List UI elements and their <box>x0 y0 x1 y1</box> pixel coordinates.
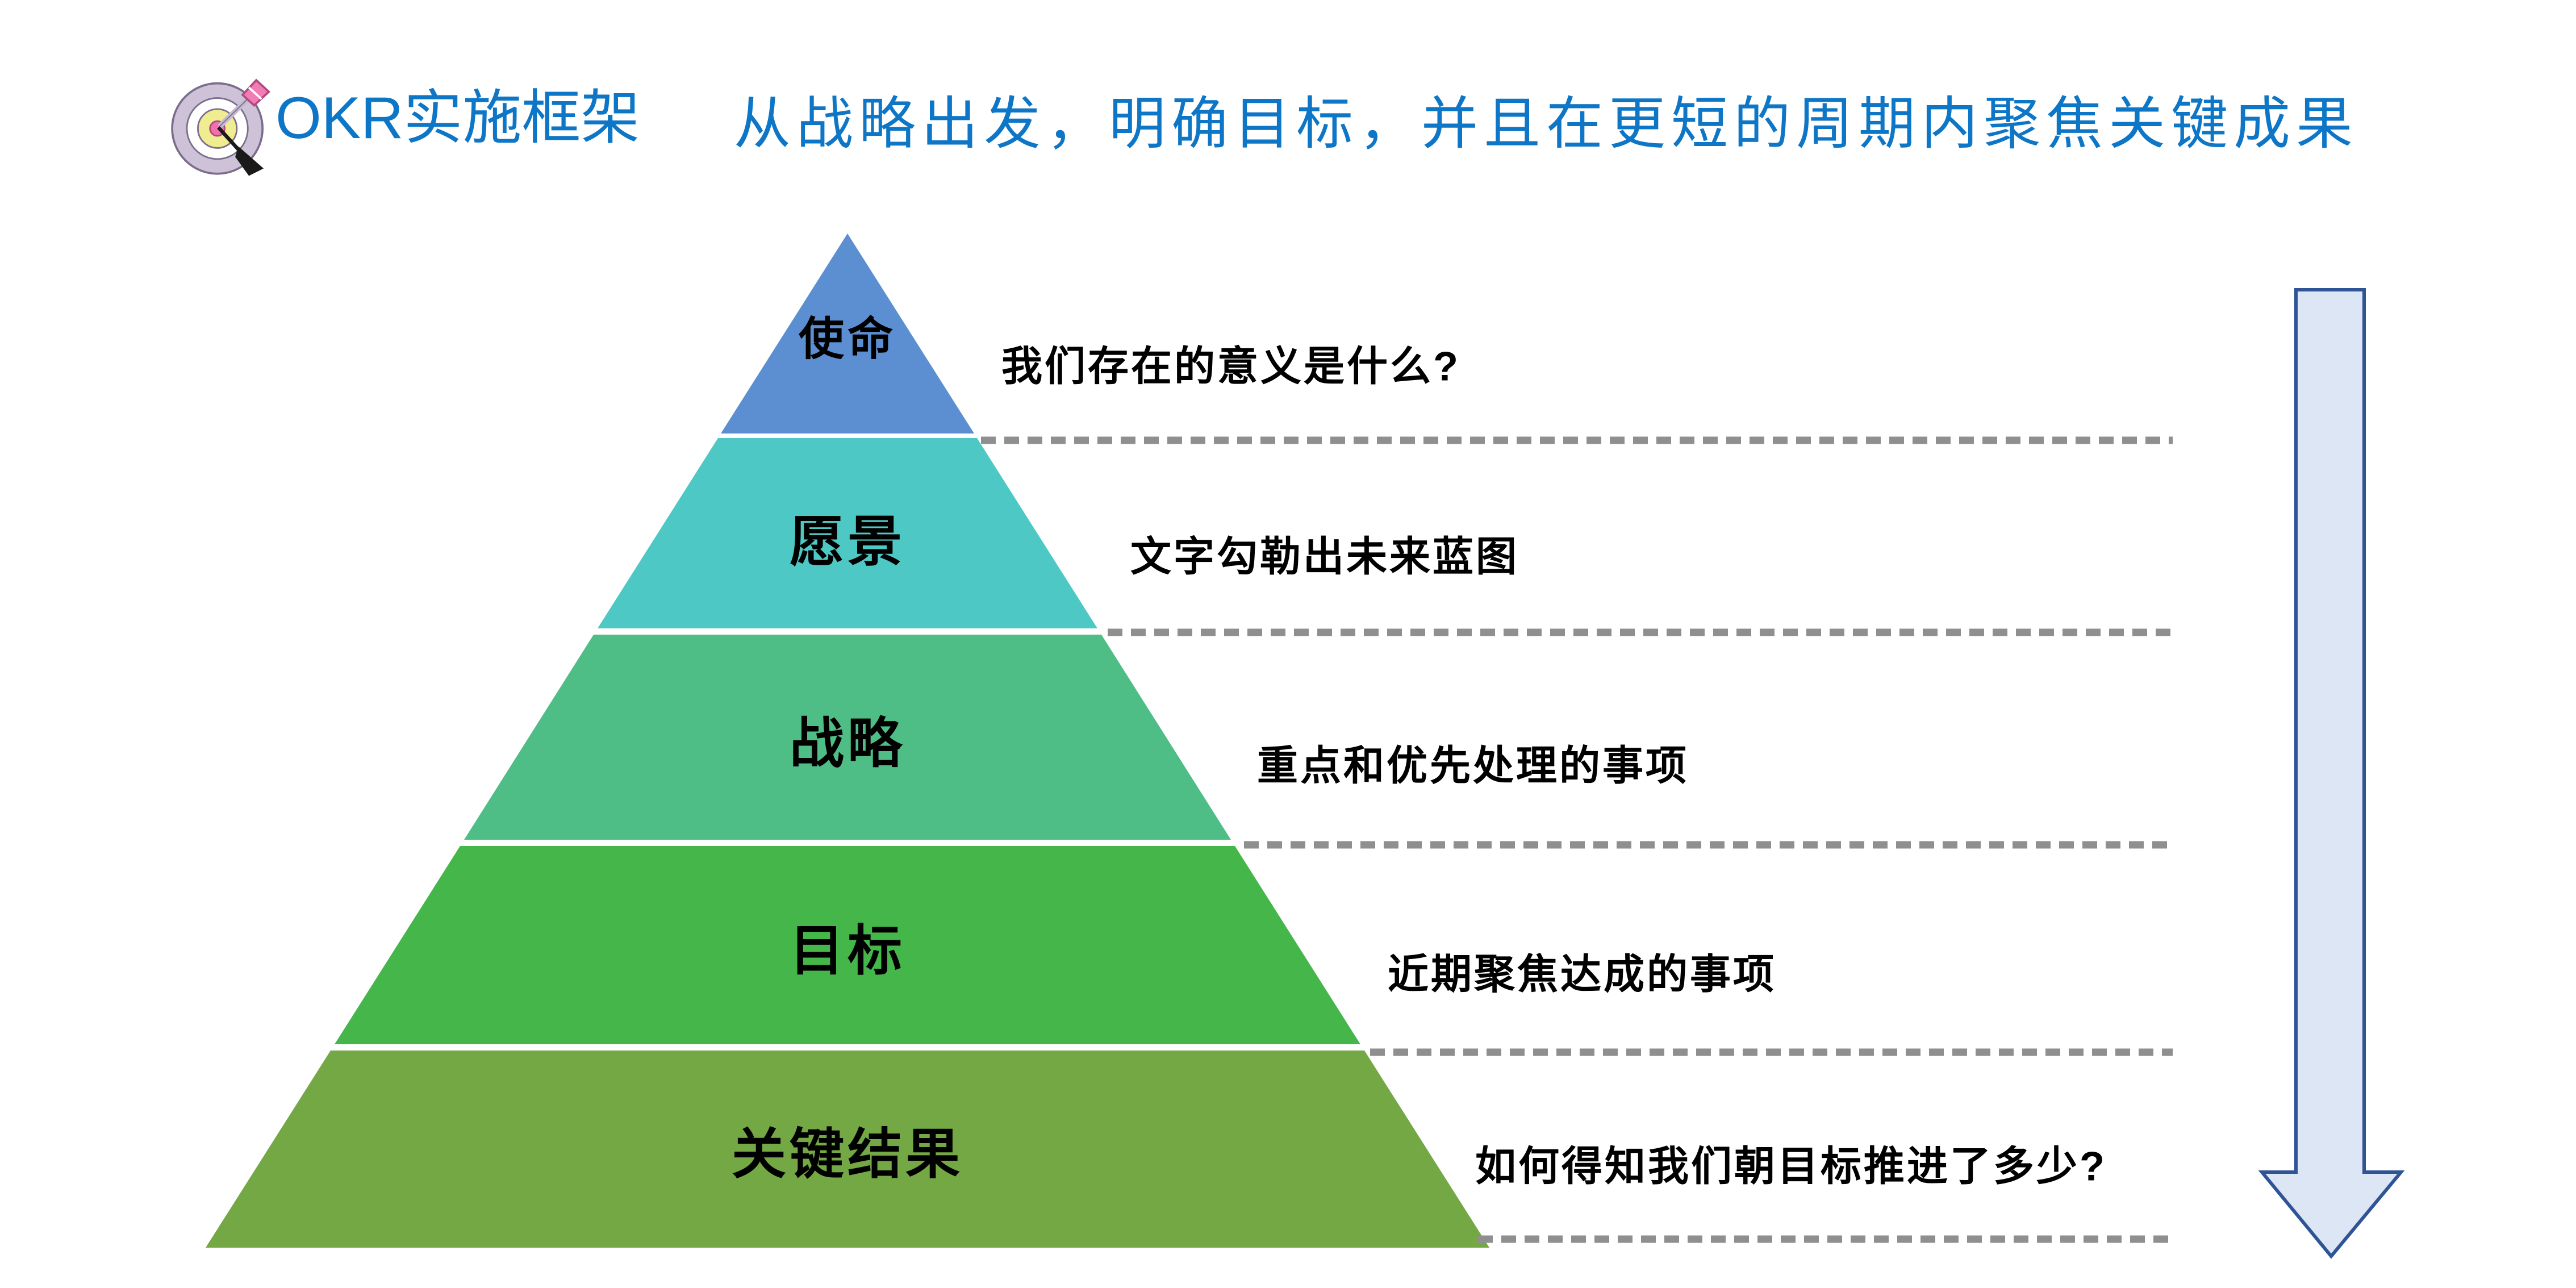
level-label-key-results: 关键结果 <box>732 1124 963 1185</box>
slide-title: OKR实施框架 <box>275 85 640 151</box>
annotation-mission: 我们存在的意义是什么? <box>1001 344 1460 390</box>
pyramid-level-strategy <box>464 635 1231 840</box>
annotation-strategy: 重点和优先处理的事项 <box>1257 743 1689 789</box>
target-dartboard-logo-icon <box>171 78 271 176</box>
down-arrow <box>2258 288 2405 1259</box>
level-label-strategy: 战略 <box>790 713 905 774</box>
level-label-mission: 使命 <box>799 314 896 364</box>
pyramid-level-key-results <box>206 1051 1489 1248</box>
level-label-objectives: 目标 <box>790 920 905 982</box>
annotation-vision: 文字勾勒出未来蓝图 <box>1130 534 1519 580</box>
pyramid-level-mission <box>721 234 974 433</box>
annotation-key-results: 如何得知我们朝目标推进了多少? <box>1475 1144 2107 1190</box>
slide-subtitle: 从战略出发，明确目标，并且在更短的周期内聚焦关键成果 <box>734 92 2358 156</box>
logo-fletching-stripe <box>248 86 262 100</box>
logo-arrow-head <box>235 146 264 176</box>
level-label-vision: 愿景 <box>790 511 905 573</box>
pyramid-level-vision <box>598 438 1097 628</box>
annotation-objectives: 近期聚焦达成的事项 <box>1388 952 1777 998</box>
pyramid-level-objectives <box>335 846 1360 1044</box>
